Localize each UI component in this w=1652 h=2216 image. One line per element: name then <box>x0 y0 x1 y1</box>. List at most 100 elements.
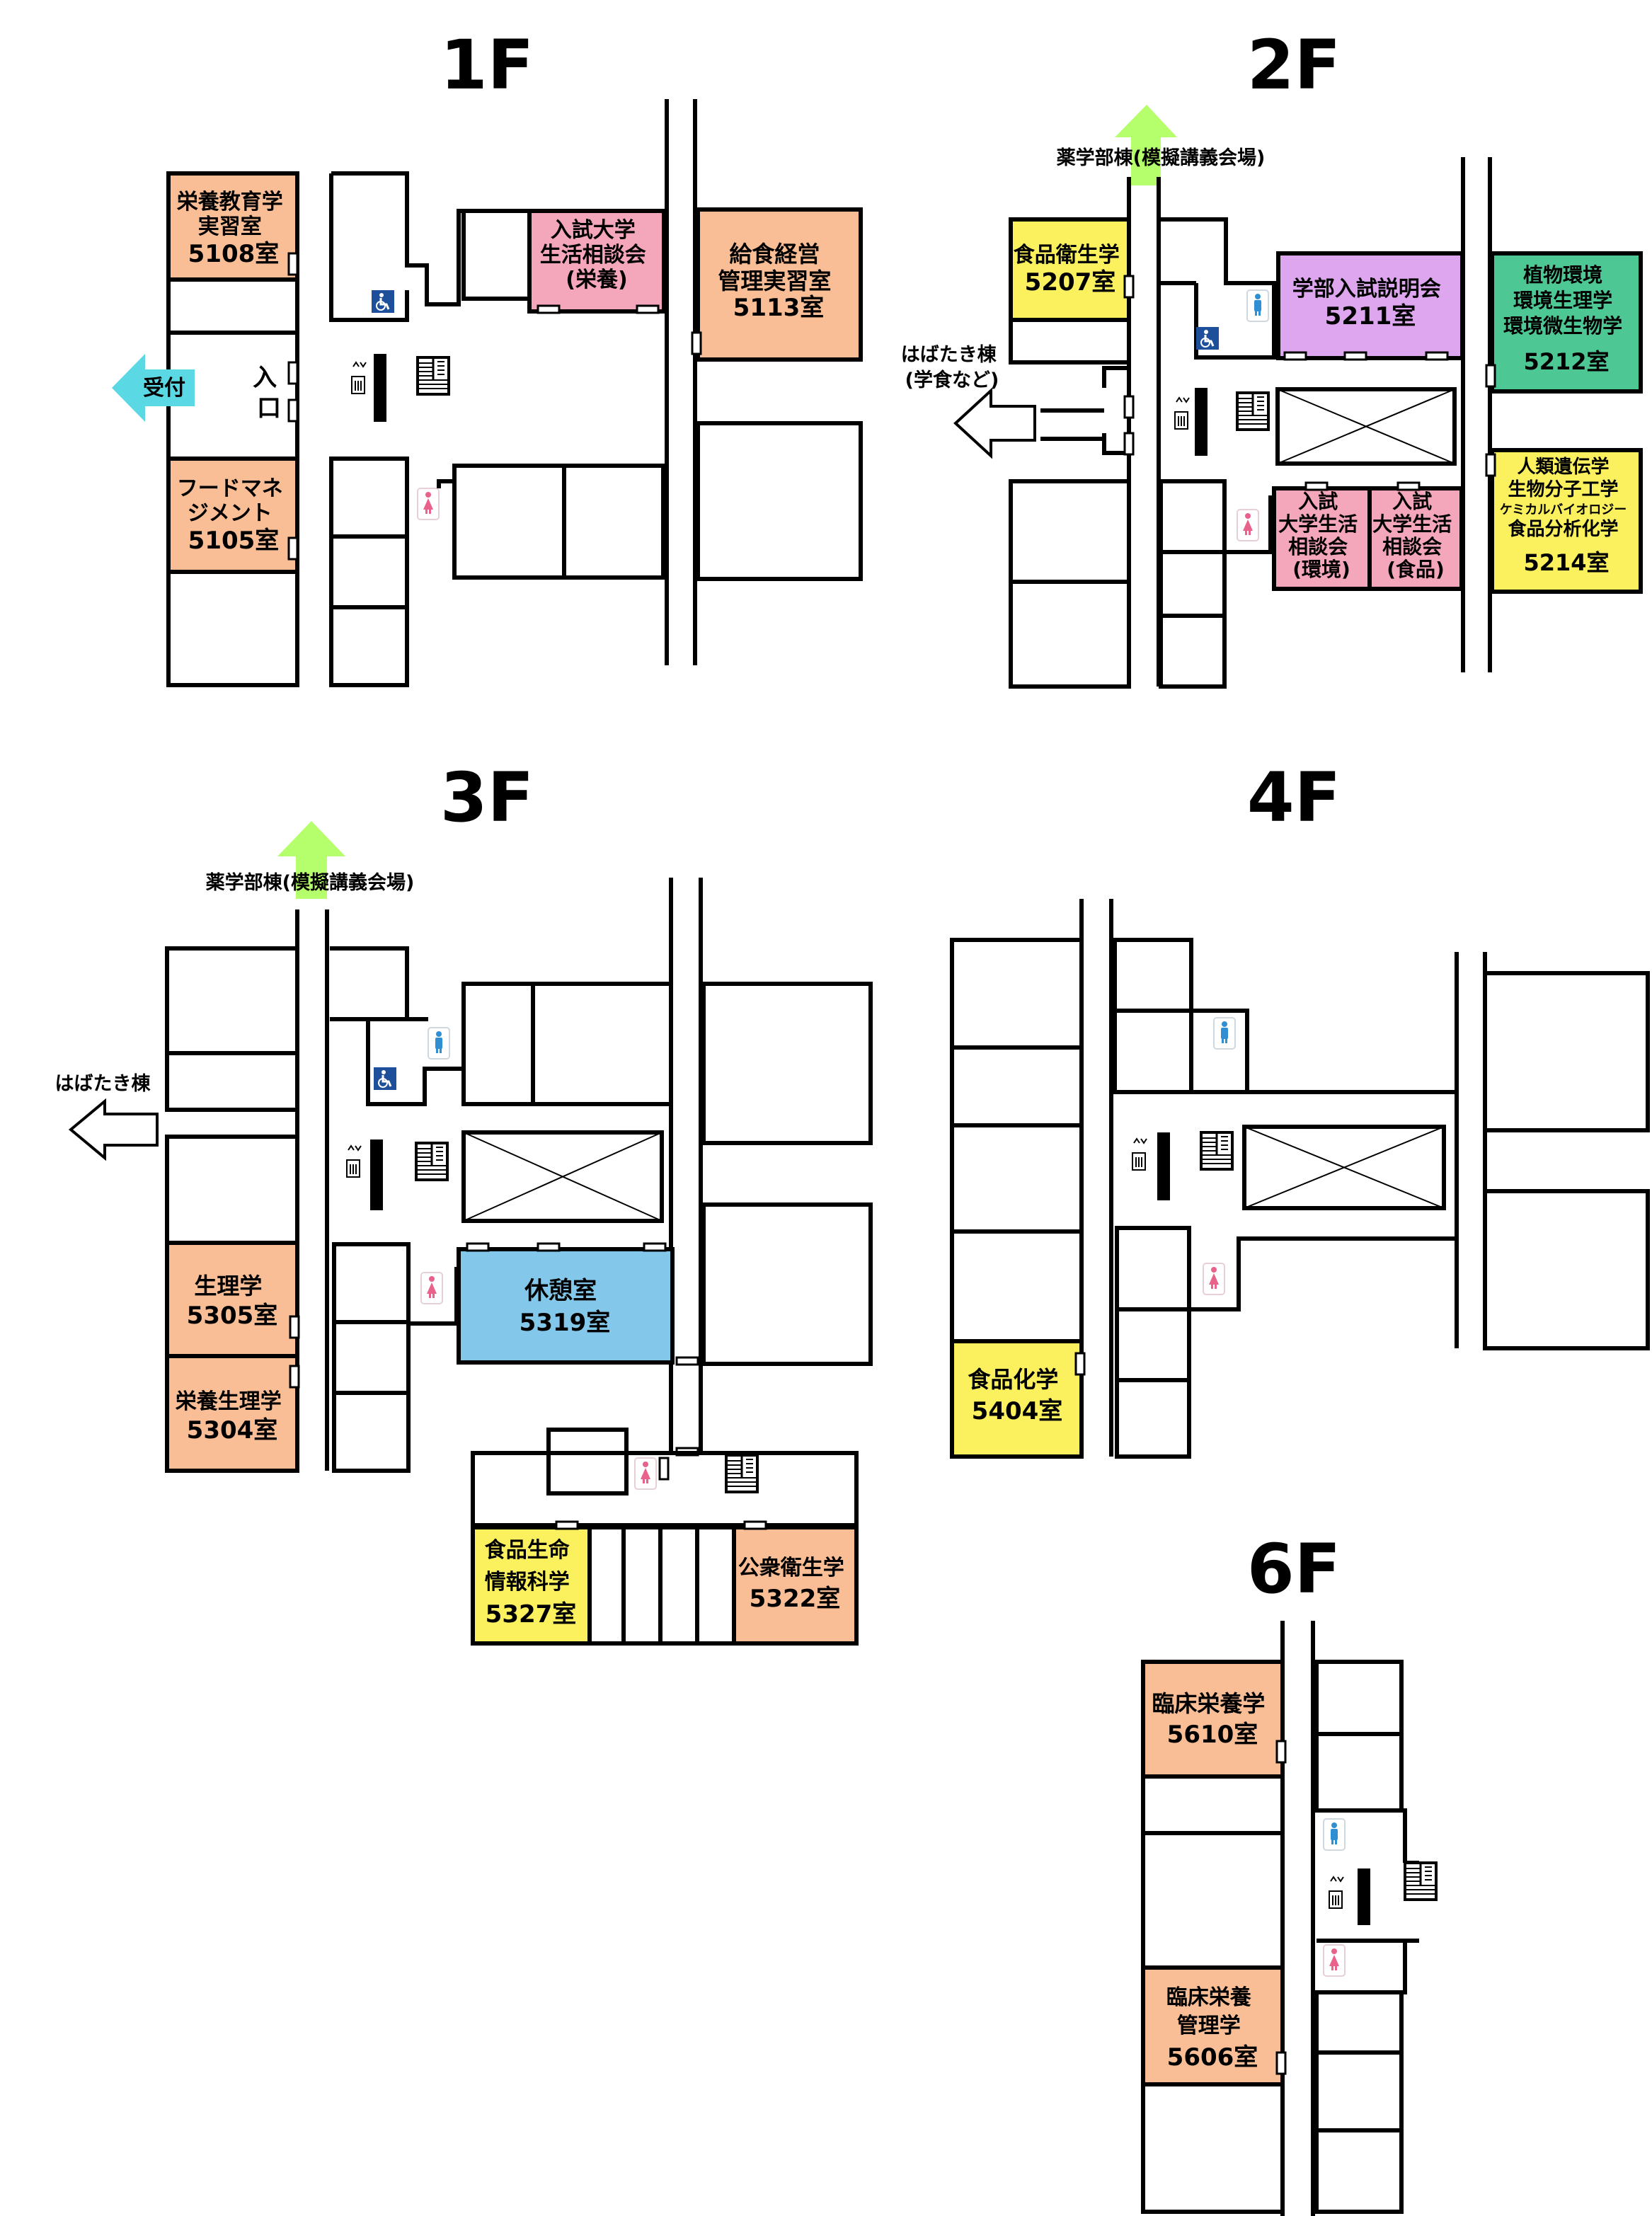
elevator-icon-6f <box>1329 1876 1344 1909</box>
entrance-door-b[interactable] <box>287 398 299 423</box>
room-5305[interactable] <box>165 1241 299 1358</box>
door-5211-b[interactable] <box>1343 351 1367 361</box>
door-annex-wc[interactable] <box>658 1457 670 1481</box>
atrium-void-cross <box>1277 389 1455 464</box>
door-5207[interactable] <box>1123 275 1135 299</box>
room-6f-g <box>1314 2050 1404 2132</box>
door-5212[interactable] <box>1485 364 1496 388</box>
annex-cell-c <box>658 1525 699 1646</box>
atrium-void-cross-3f <box>463 1132 662 1222</box>
room-4f-j <box>1483 971 1650 1132</box>
room-4f-a <box>950 938 1084 1050</box>
room-exam-food-label: 入試 大学生活 相談会 (食品) <box>1372 490 1459 581</box>
room-4f-b <box>950 1045 1084 1127</box>
door-5319-b[interactable] <box>537 1242 561 1252</box>
room-exam-nutrition[interactable] <box>527 209 666 314</box>
door-5304[interactable] <box>289 1365 300 1389</box>
room-4f-k <box>1483 1189 1650 1350</box>
door-2f-a[interactable] <box>1123 395 1135 419</box>
women-restroom-icon-3f-annex <box>634 1457 657 1490</box>
room-5304[interactable] <box>165 1354 299 1473</box>
door-exam-food[interactable] <box>1396 481 1421 491</box>
door-5606[interactable] <box>1275 2051 1287 2075</box>
door-exam-env[interactable] <box>1304 481 1329 491</box>
room-2f-d <box>1159 479 1227 554</box>
room-4f-f <box>1113 1009 1193 1094</box>
elevator-icon-3f <box>346 1145 362 1178</box>
room-exam-env[interactable] <box>1272 486 1372 591</box>
floor-2f: 2F 薬学部棟(模擬講義会場) 食品衛生学 5207室 はばたき棟 (学食など)… <box>901 25 1643 689</box>
pharmacy-arrow-icon <box>1115 105 1177 185</box>
door-2f-b[interactable] <box>1123 432 1135 456</box>
room-5322-label: 公衆衛生学 5322室 <box>738 1556 851 1613</box>
room-4f-c <box>950 1123 1084 1234</box>
men-restroom-icon-3f <box>428 1027 450 1060</box>
room-5610[interactable] <box>1141 1660 1285 1779</box>
reception-label: 受付 <box>143 376 185 401</box>
room-6f-h <box>1314 2128 1404 2214</box>
annex-room-a <box>546 1428 629 1495</box>
door-5105[interactable] <box>287 536 299 561</box>
door-exam-a[interactable] <box>537 304 561 314</box>
reception-arrow-icon <box>112 354 195 422</box>
room-5319[interactable] <box>457 1247 675 1365</box>
room-5606[interactable] <box>1141 1965 1285 2086</box>
room-5327-label: 食品生命 情報科学 5327室 <box>485 1538 577 1629</box>
door-5113[interactable] <box>691 331 702 355</box>
room-5322[interactable] <box>732 1525 859 1646</box>
wc-block-4f <box>1191 1009 1457 1094</box>
room-3f-b <box>165 1051 299 1112</box>
room-5404[interactable] <box>950 1339 1084 1459</box>
habataki-label-3f: はばたき棟 <box>55 1073 151 1095</box>
annex-cell-b <box>621 1525 662 1646</box>
door-5319-c[interactable] <box>643 1242 667 1252</box>
wc-block-3f <box>330 946 464 1106</box>
room-4f-e <box>1113 938 1193 1013</box>
door-5108[interactable] <box>287 252 299 276</box>
room-4f-g <box>1115 1226 1191 1311</box>
room-3f-f <box>332 1242 411 1324</box>
room-5108-label: 栄養教育学 実習室 5108室 <box>177 190 290 268</box>
door-5404[interactable] <box>1074 1352 1086 1376</box>
wheelchair-icon-2f <box>1195 326 1220 351</box>
room-5108[interactable] <box>166 171 299 282</box>
room-5327[interactable] <box>471 1525 592 1646</box>
door-5319-a[interactable] <box>466 1242 490 1252</box>
room-exam-food[interactable] <box>1367 486 1464 591</box>
elevator-shaft-4f <box>1157 1132 1170 1200</box>
door-5305[interactable] <box>289 1315 300 1339</box>
men-restroom-icon-2f <box>1246 289 1269 322</box>
room-3f-h <box>332 1391 411 1473</box>
room-5113[interactable] <box>696 207 863 362</box>
entrance-label: 入 口 <box>253 364 285 423</box>
stairs-icon <box>416 356 450 396</box>
elevator-shaft-3f <box>370 1139 383 1210</box>
door-5211-c[interactable] <box>1425 351 1449 361</box>
door-5610[interactable] <box>1275 1740 1287 1764</box>
room-5212[interactable] <box>1490 251 1643 394</box>
room-5214[interactable] <box>1490 448 1643 594</box>
room-6f-a <box>1141 1774 1285 1835</box>
annex-cell-d <box>695 1525 736 1646</box>
room-5319-label: 休憩室 5319室 <box>520 1277 611 1337</box>
women-restroom-icon-2f <box>1237 509 1259 541</box>
room-5113-label: 給食経営 管理実習室 5113室 <box>718 241 839 322</box>
entrance-door-a[interactable] <box>287 361 299 385</box>
door-exam-b[interactable] <box>636 304 660 314</box>
room-5105[interactable] <box>166 457 299 574</box>
room-5207[interactable] <box>1009 217 1131 322</box>
door-5327[interactable] <box>555 1520 579 1530</box>
room-5304-label: 栄養生理学 5304室 <box>176 1389 289 1445</box>
room-2f-a <box>1009 318 1131 364</box>
door-5322[interactable] <box>743 1520 767 1530</box>
wc-block-6f <box>1317 1808 1419 1994</box>
room-5211-label: 学部入試説明会 5211室 <box>1292 277 1448 331</box>
door-3f-corridor-a[interactable] <box>675 1356 699 1366</box>
pharmacy-label: 薬学部棟(模擬講義会場) <box>1057 147 1266 169</box>
door-5211-a[interactable] <box>1283 351 1307 361</box>
door-5214[interactable] <box>1485 453 1496 477</box>
stairs-icon-3f-annex <box>725 1454 759 1493</box>
room-5211[interactable] <box>1276 251 1464 360</box>
room-5207-label: 食品衛生学 5207室 <box>1014 243 1127 297</box>
room-1f-f <box>452 464 566 580</box>
